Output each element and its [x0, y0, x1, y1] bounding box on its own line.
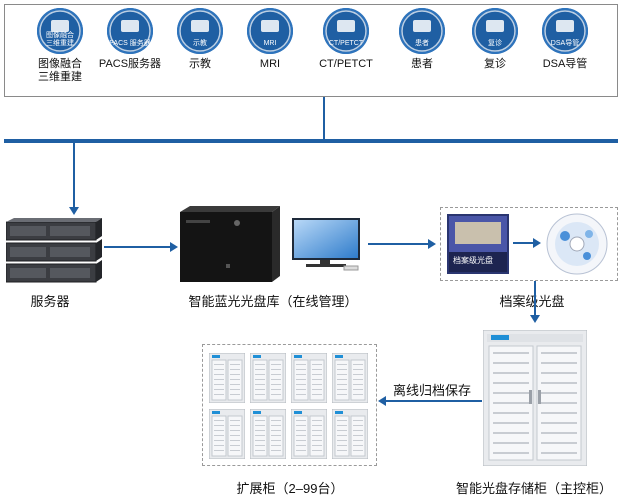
arrow-down-icon [69, 207, 79, 215]
source-1: PACS 服务器 PACS服务器 [90, 8, 170, 71]
expansion-label: 扩展柜（2–99台） [236, 481, 344, 496]
library-to-disc-connector [368, 243, 430, 245]
server-to-library-connector [104, 246, 172, 248]
source-7: DSA导管 DSA导管 [525, 8, 605, 71]
source-3: MRI MRI [230, 8, 310, 71]
arrow-down-icon [530, 315, 540, 323]
library-label: 智能蓝光光盘库（在线管理） [188, 294, 358, 309]
source-label: DSA导管 [542, 58, 588, 70]
source-6: 复诊复诊 [455, 8, 535, 71]
data-bus [4, 139, 618, 143]
source-label: CT/PETCT [319, 58, 373, 70]
panel-to-bus-connector [323, 97, 325, 140]
arrow-right-icon [533, 238, 541, 248]
source-icon-text: PACS 服务器 [109, 40, 151, 47]
pacs-server-icon: PACS 服务器 [107, 8, 153, 54]
source-label: 图像融合 三维重建 [38, 58, 82, 83]
source-systems-panel [4, 4, 618, 97]
edge-label-offline-archive: 离线归档保存 [392, 383, 471, 398]
source-0: 图像融合 三维重建图像融合 三维重建 [20, 8, 100, 84]
bus-to-server-connector [73, 143, 75, 209]
arrow-right-icon [428, 239, 436, 249]
source-icon-text: CT/PETCT [328, 40, 364, 47]
source-icon-text: 复诊 [488, 40, 502, 47]
source-icon-text: 示教 [193, 40, 207, 47]
arrow-right-icon [170, 242, 178, 252]
optical-disc-icon [546, 213, 608, 275]
source-icon-text: MRI [263, 40, 277, 47]
source-label: MRI [259, 58, 281, 70]
expansion-cabinet [331, 408, 369, 460]
source-label: 示教 [189, 58, 211, 70]
server-rack [5, 218, 102, 286]
cabinet-to-expansion-connector [386, 400, 482, 402]
expansion-cabinet [290, 352, 328, 404]
image-fusion-icon: 图像融合 三维重建 [37, 8, 83, 54]
source-icon-text: 图像融合 三维重建 [46, 32, 74, 47]
source-icon-text: DSA导管 [550, 40, 580, 47]
main-cabinet-label: 智能光盘存储柜（主控柜） [455, 481, 612, 496]
follow-up-icon: 复诊 [472, 8, 518, 54]
disc-box-text: 档案级光盘 [453, 256, 493, 265]
source-4: CT/PETCT CT/PETCT [306, 8, 386, 71]
mri-icon: MRI [247, 8, 293, 54]
expansion-cabinet [331, 352, 369, 404]
ct-petct-icon: CT/PETCT [323, 8, 369, 54]
patient-icon: 患者 [399, 8, 445, 54]
source-label: 复诊 [484, 58, 506, 70]
disc-to-cabinet-connector [534, 281, 536, 317]
teaching-icon: 示教 [177, 8, 223, 54]
source-label: 患者 [411, 58, 433, 70]
main-storage-cabinet [482, 329, 588, 467]
source-5: 患者患者 [382, 8, 462, 71]
expansion-cabinet [208, 352, 246, 404]
disc-to-media-connector [513, 242, 535, 244]
bluray-library [180, 206, 366, 284]
arrow-left-icon [378, 396, 386, 406]
source-icon-text: 患者 [415, 40, 429, 47]
source-label: PACS服务器 [98, 58, 162, 70]
expansion-cabinets-box [202, 344, 377, 466]
expansion-cabinet [208, 408, 246, 460]
archive-disc-box: 档案级光盘 [440, 207, 618, 281]
expansion-cabinet [249, 352, 287, 404]
source-2: 示教示教 [160, 8, 240, 71]
archive-disc-label: 档案级光盘 [499, 294, 565, 309]
server-label: 服务器 [30, 294, 70, 309]
expansion-cabinet [290, 408, 328, 460]
dsa-catheter-icon: DSA导管 [542, 8, 588, 54]
expansion-cabinet [249, 408, 287, 460]
